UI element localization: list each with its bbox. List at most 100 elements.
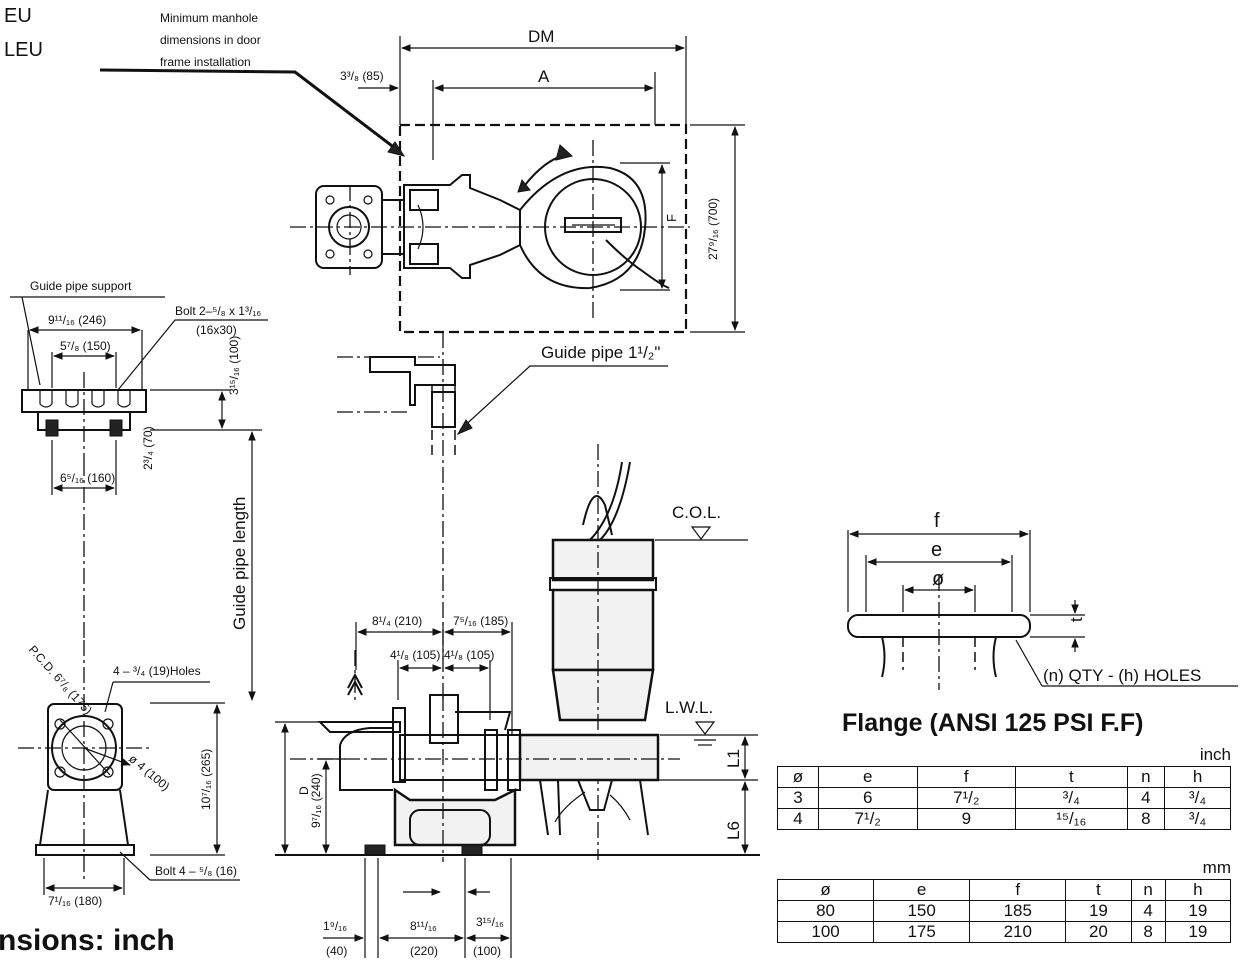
table-cell: 19 [1065,900,1132,922]
b220mm-label: (220) [410,944,438,958]
table-cell: 80 [776,900,875,922]
table-cell: 3 [777,787,819,809]
flange-f-label: f [934,510,940,532]
bolt-support-mm-label: (16x30) [196,323,237,337]
w105a-label: 4¹/₈ (105) [390,648,440,662]
guide-pipe-length-label: Guide pipe length [230,497,249,630]
flange-t-label: t [1067,617,1086,622]
b40mm-label: (40) [326,944,347,958]
pump-plan-view [290,140,690,320]
header-cell: f [916,766,1017,788]
base-plan-drawing [18,640,150,880]
height-70-label: 2³/₄ (70) [141,426,155,470]
height-100-label: 3¹⁵/₁₆ (100) [227,336,241,395]
b220-label: 8¹¹/₁₆ [410,919,437,933]
table-cell: 4 [777,808,819,830]
pump-elevation-drawing [290,444,680,862]
dm-label: DM [528,27,554,46]
table-header-row: ø e f t n h [777,766,1231,788]
table-cell: 19 [1164,900,1232,922]
table-cell: 7¹/₂ [916,787,1017,809]
header-cell: t [1015,766,1128,788]
f-label: F [664,214,679,222]
a-label: A [538,67,550,86]
table-cell: ¹⁵/₁₆ [1015,808,1128,830]
b40-label: 1⁹/₁₆ [323,919,347,933]
guide-pipe-support-label: Guide pipe support [30,279,132,293]
header-cell: ø [776,879,875,901]
title-fragment-2: LEU [4,39,43,61]
b100-label: 3¹⁵/₁₆ [476,915,504,929]
guide-pipe-support-drawing [21,372,147,460]
table-cell: ³/₄ [1164,808,1231,830]
diameter-100-label: ø 4 (100) [126,752,172,794]
lwl-label: L.W.L. [665,698,713,717]
width-150-label: 5⁷/₈ (150) [60,339,111,353]
table-cell: 175 [873,921,971,943]
table-row: 80 150 185 19 4 19 [776,900,1232,922]
table-inch-unit: inch [1199,745,1231,764]
manhole-leader [99,68,401,154]
table-cell: 9 [916,808,1017,830]
header-cell: ø [777,766,819,788]
offset-85-label: 3³/₈ (85) [340,69,384,83]
header-cell: h [1164,766,1231,788]
manhole-outline [398,123,688,334]
width-180-label: 7¹/₁₆ (180) [48,894,102,908]
flange-table-inch: ø e f t n h 3 6 7¹/₂ ³/₄ 4 ³/₄ 4 7¹/₂ 9 … [777,766,1231,830]
table-cell: 20 [1065,921,1132,943]
header-cell: n [1130,879,1166,901]
table-row: 100 175 210 20 8 19 [776,921,1232,943]
b100mm-label: (100) [473,944,501,958]
table-mm-unit: mm [1202,858,1231,877]
bolt-base-label: Bolt 4 – ⁵/₈ (16) [155,864,237,878]
guide-pipe-segment [337,332,456,700]
header-cell: n [1126,766,1166,788]
manhole-note-line2: dimensions in door [160,33,261,47]
flange-title: Flange (ANSI 125 PSI F.F) [842,709,1143,737]
guide-pipe-label: Guide pipe 1¹/₂" [541,343,660,362]
flange-section-drawing [847,575,1031,690]
height-265-label: 10⁷/₁₆ (265) [199,749,213,810]
manhole-note-line1: Minimum manhole [160,11,258,25]
table-cell: 8 [1126,808,1166,830]
holes-label: 4 – ³/₄ (19)Holes [113,664,201,678]
table-cell: 8 [1130,921,1166,943]
table-header-row: ø e f t n h [776,879,1232,901]
d-label: D [297,786,311,795]
table-cell: 7¹/₂ [817,808,918,830]
header-cell: f [969,879,1067,901]
flange-dia-label: ø [932,568,944,590]
table-cell: 4 [1130,900,1166,922]
width-246-label: 9¹¹/₁₆ (246) [48,313,106,327]
table-cell: ³/₄ [1015,787,1128,809]
header-cell: e [873,879,971,901]
header-cell: e [817,766,918,788]
flange-table-mm: ø e f t n h 80 150 185 19 4 19 100 175 2… [776,879,1232,943]
l6-label: L6 [724,821,743,840]
table-cell: 6 [817,787,918,809]
bolt-support-label: Bolt 2–⁵/₈ x 1³/₁₆ [175,304,261,318]
table-cell: 210 [969,921,1067,943]
manhole-note-line3: frame installation [160,55,251,69]
table-row: 3 6 7¹/₂ ³/₄ 4 ³/₄ [777,787,1231,809]
col-label: C.O.L. [672,503,721,522]
table-cell: 19 [1164,921,1232,943]
guide-pipe-leader [459,365,668,431]
table-cell: 100 [776,921,875,943]
w105b-label: 4¹/₈ (105) [444,648,494,662]
header-cell: t [1065,879,1132,901]
table-cell: 150 [873,900,971,922]
table-cell: 4 [1126,787,1166,809]
width-160-label: 6⁵/₁₆ (160) [60,471,115,485]
depth-700-label: 27⁹/₁₆ (700) [706,198,720,260]
table-cell: 185 [969,900,1067,922]
w185-label: 7⁵/₁₆ (185) [453,614,508,628]
table-row: 4 7¹/₂ 9 ¹⁵/₁₆ 8 ³/₄ [777,808,1231,830]
dimensions-heading: nsions: inch [0,924,175,957]
height-240-label: 9⁷/₁₆ (240) [309,773,323,828]
header-cell: h [1164,879,1232,901]
w210-label: 8¹/₄ (210) [372,614,422,628]
flange-e-label: e [931,539,942,561]
